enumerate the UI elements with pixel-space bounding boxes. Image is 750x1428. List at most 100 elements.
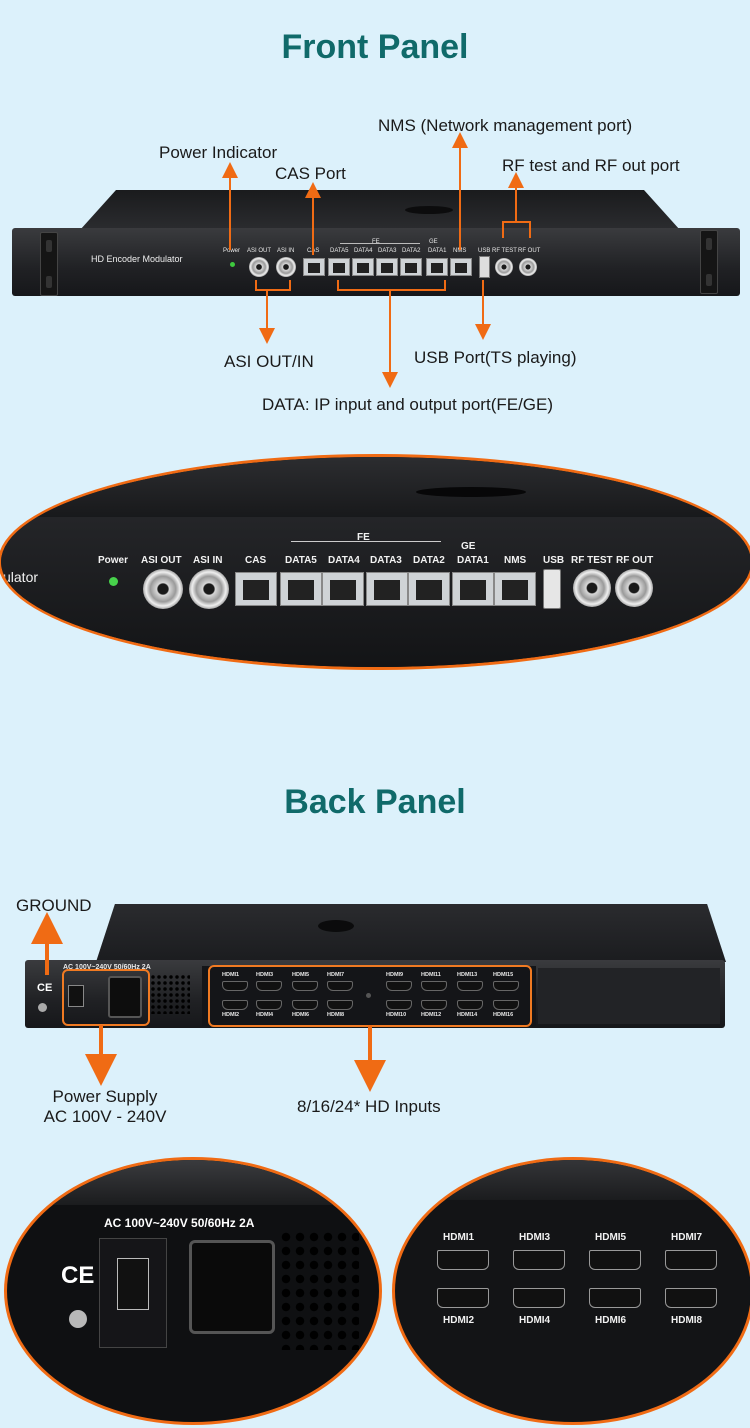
cas-port [303, 258, 325, 276]
hdmi-port [421, 981, 447, 991]
power-highlight-box [62, 969, 150, 1026]
hdmi-port [386, 1000, 412, 1010]
zoom-rf-test-label: RF TEST [571, 555, 613, 566]
zoom-data5-label: DATA5 [285, 555, 317, 566]
power-led [230, 262, 235, 267]
zoom-data3-label: DATA3 [370, 555, 402, 566]
asi-in-connector [276, 257, 296, 277]
hdmi-port [222, 1000, 248, 1010]
hdmi-label-bottom: HDMI4 [256, 1012, 274, 1018]
back-fan-vent [318, 920, 354, 932]
zoom-data5-port [280, 572, 322, 606]
device-model-label: HD Encoder Modulator [91, 254, 183, 264]
asi-in-label: ASI IN [277, 248, 295, 254]
zoom-power-label: Power [98, 555, 129, 566]
data2-port [400, 258, 422, 276]
data-callout: DATA: IP input and output port(FE/GE) [262, 395, 554, 414]
zoom-power-rating: AC 100V~240V 50/60Hz 2A [104, 1216, 255, 1230]
usb-label: USB [478, 248, 491, 254]
zoom-ground-screw [69, 1310, 87, 1328]
ground-callout: GROUND [16, 896, 92, 915]
zoom-data2-label: DATA2 [413, 555, 445, 566]
rack-ear-right [700, 230, 718, 294]
nms-callout: NMS (Network management port) [378, 116, 633, 135]
zoom-hdmi-label-top: HDMI3 [519, 1232, 551, 1243]
zoom-power-switch [117, 1258, 149, 1310]
hdmi-port [386, 981, 412, 991]
hdmi-port [292, 1000, 318, 1010]
zoom-hdmi-label-bottom: HDMI2 [443, 1315, 475, 1326]
rf-callout: RF test and RF out port [502, 156, 680, 175]
blank-expansion-plate [538, 968, 720, 1024]
front-zoom-view: ulator Power ASI OUT ASI IN CAS FE GE DA… [0, 454, 750, 670]
back-device-top [96, 904, 726, 962]
ge-label: GE [429, 239, 438, 245]
asi-callout: ASI OUT/IN [224, 352, 314, 371]
power-zoom-view: AC 100V~240V 50/60Hz 2A CE [4, 1157, 382, 1425]
hdmi-label-top: HDMI3 [256, 972, 274, 978]
zoom-vent-grid [279, 1230, 359, 1350]
back-callout-arrows [31, 912, 386, 1092]
power-socket [108, 976, 142, 1018]
hdmi-board-screw [366, 993, 371, 998]
zoom-asi-in-connector [189, 569, 229, 609]
hdmi-label-top: HDMI9 [386, 972, 404, 978]
zoom-hdmi-port [665, 1288, 717, 1308]
front-device-top [80, 190, 680, 230]
hdmi-label-bottom: HDMI16 [493, 1012, 514, 1018]
zoom-usb-port [543, 569, 561, 609]
hdmi-port [493, 981, 519, 991]
zoom-hdmi-label-top: HDMI5 [595, 1232, 627, 1243]
zoom-cas-label: CAS [245, 555, 267, 566]
zoom-hdmi-port [437, 1250, 489, 1270]
power-supply-line2: AC 100V - 240V [43, 1107, 167, 1126]
fe-label: FE [372, 239, 380, 245]
power-switch [68, 985, 84, 1007]
zoom-data4-label: DATA4 [328, 555, 360, 566]
power-indicator-callout: Power Indicator [159, 143, 278, 162]
hdmi-label-top: HDMI7 [327, 972, 345, 978]
fe-bracket [340, 243, 420, 244]
data4-label: DATA4 [354, 248, 373, 254]
hdmi-port [457, 1000, 483, 1010]
usb-callout: USB Port(TS playing) [414, 348, 577, 367]
zoom-nms-label: NMS [504, 555, 527, 566]
zoom-hdmi-label-top: HDMI7 [671, 1232, 703, 1243]
hdmi-port [327, 981, 353, 991]
back-vent-grid [150, 974, 190, 1014]
zoom-rf-test-connector [573, 569, 611, 607]
front-panel-title: Front Panel [281, 28, 469, 66]
hdmi-label-bottom: HDMI8 [327, 1012, 345, 1018]
data1-port [426, 258, 448, 276]
zoom-hdmi-port [513, 1250, 565, 1270]
zoom-hdmi-port [589, 1288, 641, 1308]
hdmi-label-bottom: HDMI10 [386, 1012, 407, 1018]
hd-inputs-callout: 8/16/24* HD Inputs [297, 1097, 441, 1116]
hdmi-port [493, 1000, 519, 1010]
power-label: Power [223, 248, 241, 254]
zoom-model-fragment: ulator [3, 569, 39, 585]
zoom-hdmi-label-bottom: HDMI4 [519, 1315, 551, 1326]
zoom-hdmi-port [665, 1250, 717, 1270]
zoom-data1-port [452, 572, 494, 606]
rf-test-label: RF TEST [492, 248, 517, 254]
hdmi-label-top: HDMI15 [493, 972, 514, 978]
zoom-ce-mark: CE [61, 1262, 95, 1289]
nms-port [450, 258, 472, 276]
data5-port [328, 258, 350, 276]
hdmi-label-top: HDMI13 [457, 972, 478, 978]
front-callout-arrows [222, 132, 531, 388]
hdmi-port [292, 981, 318, 991]
hdmi-port [256, 981, 282, 991]
hdmi-label-bottom: HDMI6 [292, 1012, 310, 1018]
rf-out-connector [519, 258, 537, 276]
back-panel-title: Back Panel [284, 783, 466, 821]
zoom-fe-bracket [291, 541, 441, 542]
hdmi-label-top: HDMI1 [222, 972, 240, 978]
data4-port [352, 258, 374, 276]
hdmi-label-bottom: HDMI2 [222, 1012, 240, 1018]
zoom-data2-port [408, 572, 450, 606]
hdmi-port [327, 1000, 353, 1010]
asi-out-connector [249, 257, 269, 277]
zoom-rf-out-connector [615, 569, 653, 607]
